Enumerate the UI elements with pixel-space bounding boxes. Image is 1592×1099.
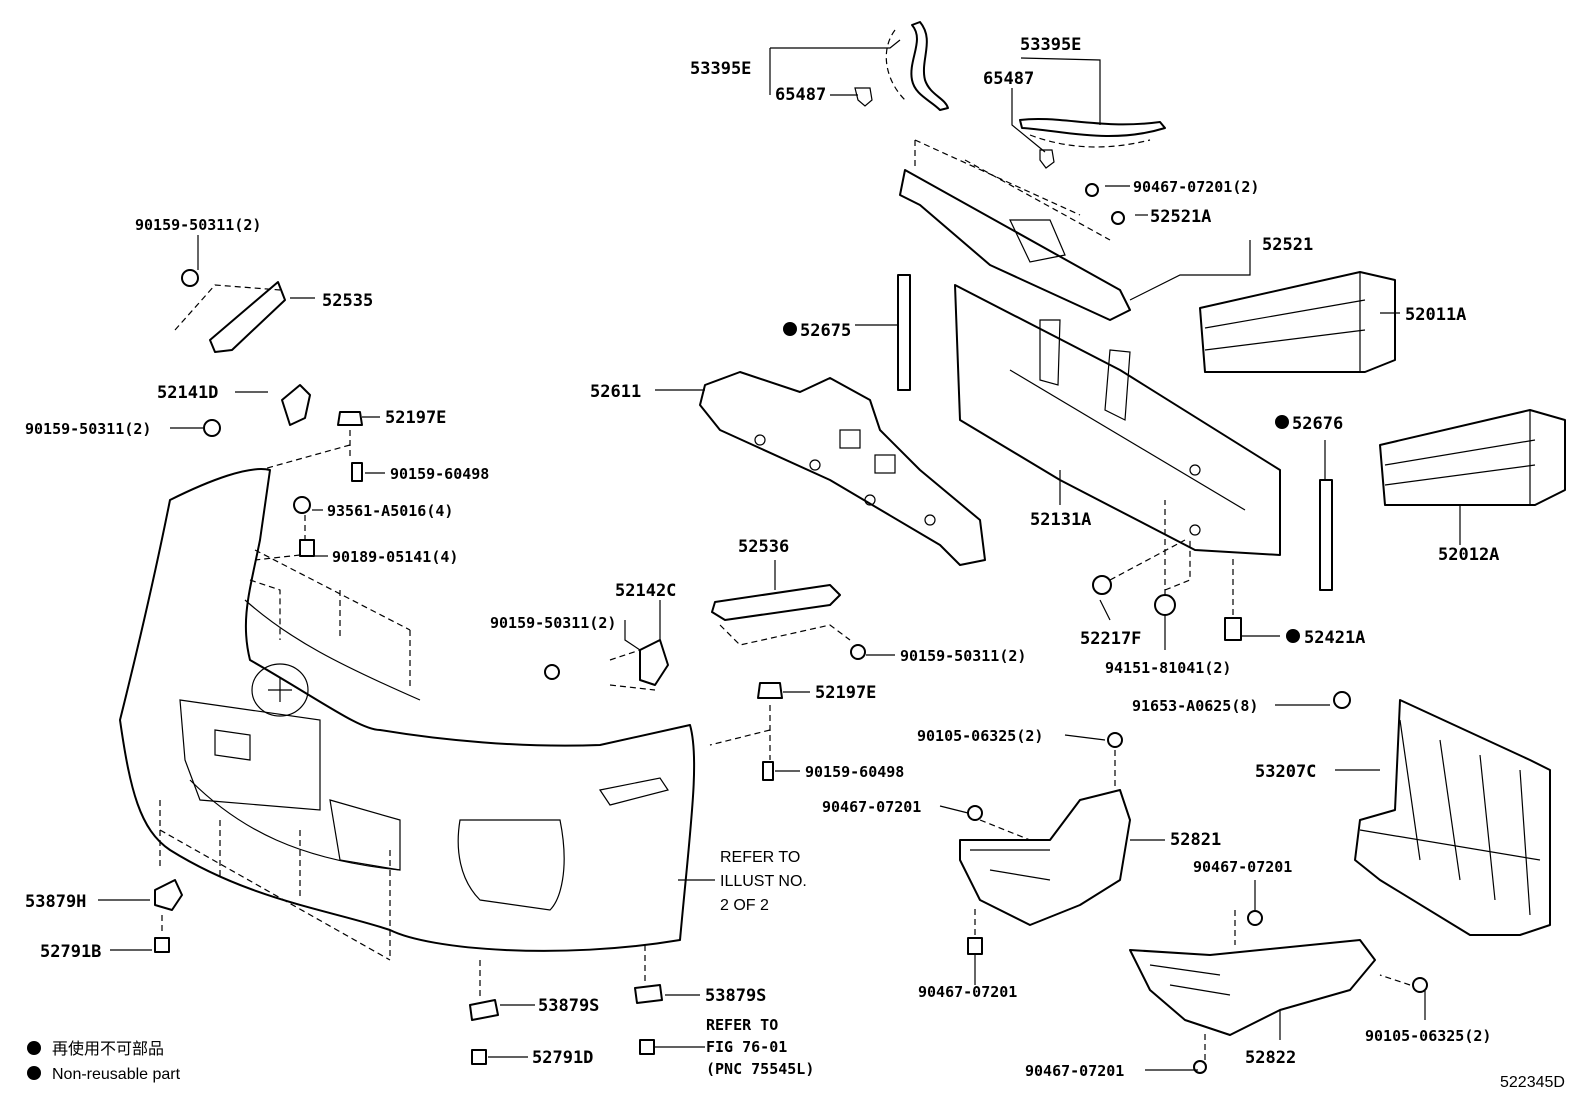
part-53879S-right-drawing bbox=[634, 945, 663, 1055]
label-52421A: 52421A bbox=[1304, 628, 1365, 648]
label-90467-07201-c: 90467-07201 bbox=[918, 983, 1017, 1001]
part-52197E-bottom-drawing bbox=[709, 682, 783, 781]
refer-fig-line-1: REFER TO bbox=[706, 1016, 778, 1034]
part-52012A-drawing bbox=[1379, 409, 1566, 506]
part-53395E-right-drawing bbox=[1019, 117, 1166, 169]
part-53207C-drawing bbox=[1333, 691, 1551, 936]
part-52675-drawing bbox=[897, 274, 911, 391]
non-reusable-dot-52421A bbox=[1286, 629, 1300, 643]
label-90159-60498-top: 90159-60498 bbox=[390, 465, 489, 483]
part-52822-drawing bbox=[1129, 910, 1428, 1074]
label-52536: 52536 bbox=[738, 537, 789, 557]
leader-lines bbox=[98, 39, 1461, 1071]
label-52012A: 52012A bbox=[1438, 545, 1499, 565]
part-52011A-drawing bbox=[1199, 271, 1396, 373]
label-65487-left: 65487 bbox=[775, 85, 826, 105]
part-52141D-drawing bbox=[203, 384, 311, 437]
label-52791D: 52791D bbox=[532, 1048, 593, 1068]
part-52536-drawing bbox=[711, 584, 866, 660]
label-53395E-right: 53395E bbox=[1020, 35, 1081, 55]
label-53879S-right: 53879S bbox=[705, 986, 766, 1006]
refer-fig-line-2: FIG 76-01 bbox=[706, 1038, 787, 1056]
label-52676: 52676 bbox=[1292, 414, 1343, 434]
label-90467-07201-a: 90467-07201 bbox=[822, 798, 921, 816]
label-52197E-top: 52197E bbox=[385, 408, 446, 428]
label-52521: 52521 bbox=[1262, 235, 1313, 255]
label-90105-06325-2-top: 90105-06325(2) bbox=[917, 727, 1043, 745]
label-52521A: 52521A bbox=[1150, 207, 1211, 227]
label-53879S-left: 53879S bbox=[538, 996, 599, 1016]
label-52197E-bottom: 52197E bbox=[815, 683, 876, 703]
label-65487-right: 65487 bbox=[983, 69, 1034, 89]
part-94151-drawing bbox=[1154, 500, 1191, 616]
part-52611-drawing bbox=[699, 371, 986, 566]
reference-notes: REFER TO ILLUST NO. 2 OF 2 REFER TO FIG … bbox=[706, 849, 814, 1078]
label-90159-50311-2-mid: 90159-50311(2) bbox=[25, 420, 151, 438]
part-bumper-cover-drawing bbox=[119, 468, 696, 961]
refer-fig-line-3: (PNC 75545L) bbox=[706, 1060, 814, 1078]
label-52535: 52535 bbox=[322, 291, 373, 311]
legend-dot-1 bbox=[27, 1041, 41, 1055]
label-91653-A0625-8: 91653-A0625(8) bbox=[1132, 697, 1258, 715]
legend-item-1: 再使用不可部品 bbox=[52, 1040, 164, 1058]
label-53207C: 53207C bbox=[1255, 762, 1316, 782]
part-52821-drawing bbox=[959, 732, 1131, 955]
label-52141D: 52141D bbox=[157, 383, 218, 403]
legend: 再使用不可部品 Non-reusable part bbox=[27, 1040, 181, 1083]
non-reusable-dot-52675 bbox=[783, 322, 797, 336]
label-52217F: 52217F bbox=[1080, 629, 1141, 649]
label-52675: 52675 bbox=[800, 321, 851, 341]
diagram-id: 522345D bbox=[1500, 1074, 1565, 1091]
label-90467-07201-2: 90467-07201(2) bbox=[1133, 178, 1259, 196]
part-52676-drawing bbox=[1319, 479, 1333, 591]
part-52421A-drawing bbox=[1224, 555, 1242, 641]
label-90159-50311-2-right: 90159-50311(2) bbox=[900, 647, 1026, 665]
part-52521-drawing bbox=[899, 139, 1131, 321]
label-52822: 52822 bbox=[1245, 1048, 1296, 1068]
part-53879H-drawing bbox=[154, 879, 183, 953]
label-53395E-left: 53395E bbox=[690, 59, 751, 79]
legend-dot-2 bbox=[27, 1066, 41, 1080]
part-52142C-drawing bbox=[544, 639, 669, 691]
label-90159-60498-bottom: 90159-60498 bbox=[805, 763, 904, 781]
label-90159-50311-2-top: 90159-50311(2) bbox=[135, 216, 261, 234]
label-52821: 52821 bbox=[1170, 830, 1221, 850]
label-90159-50311-2-left: 90159-50311(2) bbox=[490, 614, 616, 632]
part-52131A-drawing bbox=[954, 284, 1281, 556]
legend-item-2: Non-reusable part bbox=[52, 1066, 181, 1083]
part-52535-drawing bbox=[174, 269, 286, 353]
label-52011A: 52011A bbox=[1405, 305, 1466, 325]
part-labels: 53395E 65487 53395E 65487 90467-07201(2)… bbox=[25, 35, 1499, 1080]
label-90467-07201-b: 90467-07201 bbox=[1193, 858, 1292, 876]
part-53395E-left-drawing bbox=[854, 21, 949, 111]
label-90467-07201-d: 90467-07201 bbox=[1025, 1062, 1124, 1080]
label-94151-81041-2: 94151-81041(2) bbox=[1105, 659, 1231, 677]
non-reusable-dot-52676 bbox=[1275, 415, 1289, 429]
part-93561-drawing bbox=[254, 496, 315, 561]
label-52142C: 52142C bbox=[615, 581, 676, 601]
label-52131A: 52131A bbox=[1030, 510, 1091, 530]
part-53879S-left-drawing bbox=[469, 960, 499, 1065]
label-52791B: 52791B bbox=[40, 942, 101, 962]
refer-illust-line-1: REFER TO bbox=[720, 849, 800, 866]
label-90105-06325-2-bottom: 90105-06325(2) bbox=[1365, 1027, 1491, 1045]
refer-illust-line-2: ILLUST NO. bbox=[720, 873, 807, 890]
label-90189-05141-4: 90189-05141(4) bbox=[332, 548, 458, 566]
label-53879H: 53879H bbox=[25, 892, 86, 912]
part-52217F-drawing bbox=[1092, 539, 1186, 595]
part-52197E-top-drawing bbox=[259, 411, 363, 482]
refer-illust-line-3: 2 OF 2 bbox=[720, 897, 769, 914]
label-52611: 52611 bbox=[590, 382, 641, 402]
label-93561-A5016-4: 93561-A5016(4) bbox=[327, 502, 453, 520]
